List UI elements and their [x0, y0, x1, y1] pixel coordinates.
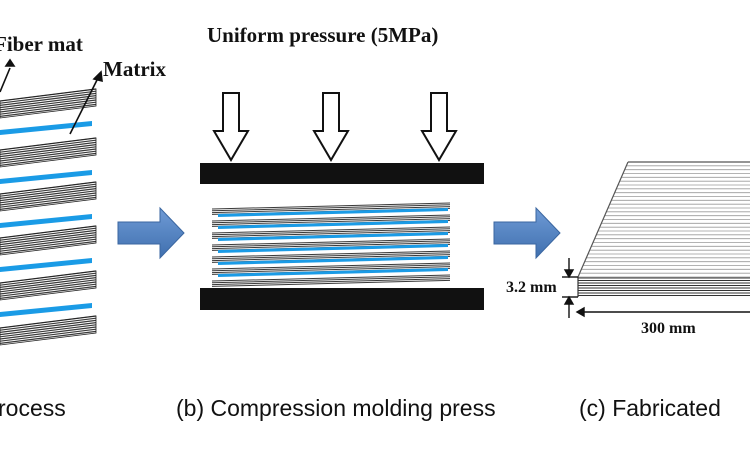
pressed-fiber-mat	[211, 274, 451, 287]
layup-stack	[0, 88, 97, 346]
pressure-label: Uniform pressure (5MPa)	[207, 23, 439, 47]
pressed-matrix-sheet	[218, 220, 448, 229]
pressed-matrix-sheet	[218, 256, 448, 265]
press-stack	[211, 202, 451, 287]
caption-c: (c) Fabricated	[579, 395, 721, 421]
pressed-matrix-sheet	[218, 208, 448, 217]
matrix-leader	[69, 70, 103, 135]
width-dimension	[575, 306, 750, 318]
pressed-matrix-sheet	[218, 244, 448, 253]
pressed-matrix-sheet	[218, 268, 448, 277]
fiber-mat-label: Fiber mat	[0, 32, 83, 56]
laminate-plate	[577, 161, 750, 297]
fiber-mat-sheet	[0, 88, 97, 119]
bottom-platen	[200, 288, 484, 310]
fiber-mat-sheet	[0, 270, 97, 301]
top-platen	[200, 163, 484, 184]
pressure-arrows	[212, 92, 458, 162]
flow-arrow-1	[117, 206, 185, 260]
caption-a: rocess	[0, 395, 66, 421]
caption-b: (b) Compression molding press	[176, 395, 496, 421]
fiber-mat-sheet	[0, 137, 97, 168]
fiber-mat-sheet	[0, 181, 97, 212]
matrix-sheet	[0, 303, 92, 317]
fiber-mat-sheet	[0, 225, 97, 256]
matrix-label: Matrix	[103, 57, 166, 81]
matrix-sheet	[0, 214, 92, 228]
fiber-mat-leader	[0, 58, 16, 93]
matrix-sheet	[0, 170, 92, 184]
flow-arrow-2	[493, 206, 561, 260]
matrix-sheet	[0, 121, 92, 135]
width-label: 300 mm	[641, 320, 696, 337]
thickness-dimension	[562, 258, 578, 318]
thickness-label: 3.2 mm	[506, 279, 557, 296]
matrix-sheet	[0, 258, 92, 272]
fiber-mat-sheet	[0, 315, 97, 346]
pressed-matrix-sheet	[218, 232, 448, 241]
